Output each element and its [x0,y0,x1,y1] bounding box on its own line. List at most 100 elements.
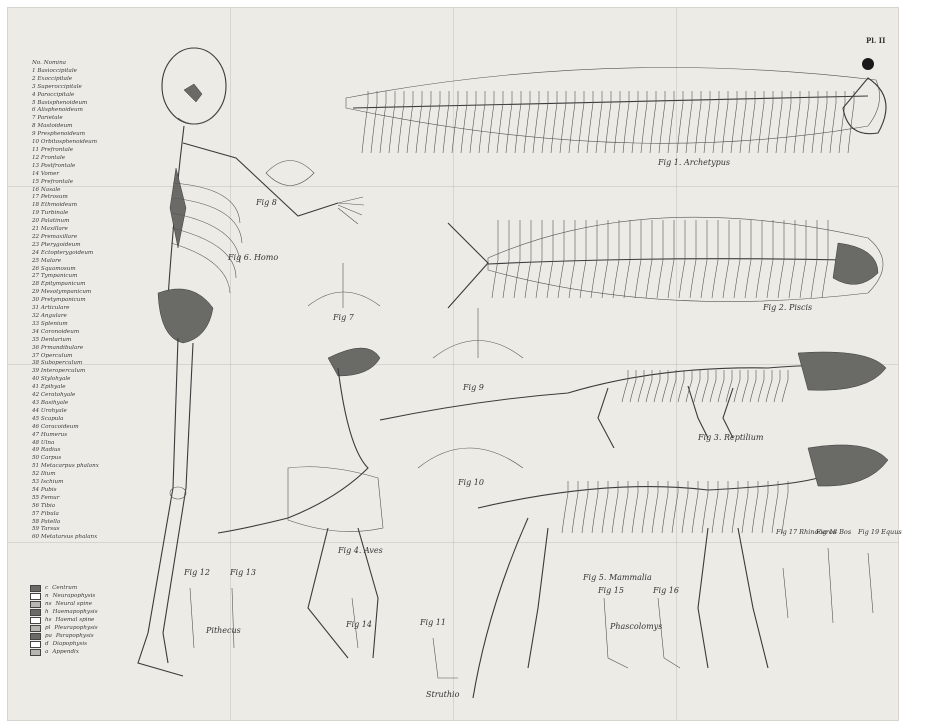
legend-item: 48 Ulna [32,440,162,448]
rib [726,370,732,402]
rib [461,91,467,153]
rib [758,91,764,153]
fig15-label: Fig 15 [598,586,624,595]
legend-item: 30 Pretympanicum [32,297,162,305]
rib [562,481,568,533]
rib [782,481,788,533]
legend-item: 39 Interoperculum [32,368,162,376]
legend-item: 49 Radius [32,447,162,455]
key-label: Haemapophysis [53,608,98,616]
legend-item: 46 Coracoideum [32,424,162,432]
fig16-label: Fig 16 [653,586,679,595]
plate-number: Pl. II [866,36,885,45]
legend-item: 42 Ceratohyale [32,392,162,400]
rib [650,91,656,153]
rib [506,91,512,153]
legend-item: 52 Ilium [32,471,162,479]
legend-item: 36 Prmandibulare [32,345,162,353]
rib [750,370,756,402]
legend-item: 32 Angulare [32,313,162,321]
rib [670,370,676,402]
small-figures [190,161,873,679]
key-symbol: pl [45,624,50,632]
legend-item: 13 Postfrontale [32,163,162,171]
legend-heading: No. Nomina [32,60,162,68]
legend-item: 2 Exoccipitale [32,76,162,84]
rib [560,91,566,153]
fig10-label: Fig 10 [458,478,484,487]
rib [614,91,620,153]
legend-item: 24 Ectopterygoideum [32,250,162,258]
bird-skeleton [218,348,383,658]
rib [362,91,368,153]
fig1-label: Fig 1. Archetypus [658,158,730,167]
rib [718,370,724,402]
rib [470,91,476,153]
rib [734,370,740,402]
rib [794,91,800,153]
legend-item: 23 Pterygoideum [32,242,162,250]
rib [740,91,746,153]
legend-item: 20 Palatinum [32,218,162,226]
legend-item: 38 Suboperculum [32,360,162,368]
rib [578,91,584,153]
fig4-label: Fig 4. Aves [338,546,383,555]
key-label: Diapophysis [53,640,87,648]
key-symbol: ns [45,600,51,608]
rib [632,91,638,153]
legend-item: 47 Humerus [32,432,162,440]
legend-item: 25 Malare [32,258,162,266]
rib [672,481,678,533]
legend-item: 10 Orbitosphenoideum [32,139,162,147]
rib [630,370,636,402]
legend-item: 28 Epitympanicum [32,281,162,289]
rib [497,91,503,153]
rib [533,91,539,153]
rib [774,370,780,402]
rib [596,91,602,153]
rib [652,481,658,533]
plate: No. Nomina 1 Basioccipitale2 Exoccipital… [8,8,898,720]
rib [812,91,818,153]
rib [632,481,638,533]
legend-item: 11 Prefrontale [32,147,162,155]
key-swatch [30,649,41,656]
rib [425,91,431,153]
legend-item: 29 Mesotympanicum [32,289,162,297]
rib [602,220,608,298]
pin-hole [862,58,874,70]
rib [731,91,737,153]
legend-item: 3 Superoccipitale [32,84,162,92]
rib [612,481,618,533]
rib [587,91,593,153]
rib [551,91,557,153]
rib [678,370,684,402]
legend-item: 18 Ethmoideum [32,202,162,210]
key-label: Appendix [52,648,79,656]
fig6-label: Fig 6. Homo [228,253,278,262]
legend-item: 53 Ischium [32,479,162,487]
legend-item: 17 Petrosum [32,194,162,202]
rib [525,220,531,298]
phascolomys-label: Phascolomys [610,622,662,631]
key-swatch [30,641,41,648]
archetype-skeleton [346,68,886,153]
rib [536,220,542,298]
rib [514,220,520,298]
rib [452,91,458,153]
legend-item: 51 Metacarpus phalanx [32,463,162,471]
rib [702,370,708,402]
rib [694,370,700,402]
key-swatch [30,609,41,616]
fig14-label: Fig 14 [346,620,372,629]
rib [752,481,758,533]
rib [713,91,719,153]
legend-item: 60 Metatarsus phalanx [32,534,162,542]
legend-item: 5 Basisphenoideum [32,100,162,108]
rib [479,91,485,153]
rib [580,220,586,298]
rib [641,91,647,153]
rib [749,91,755,153]
fig11-label: Fig 11 [420,618,446,627]
rib [443,91,449,153]
